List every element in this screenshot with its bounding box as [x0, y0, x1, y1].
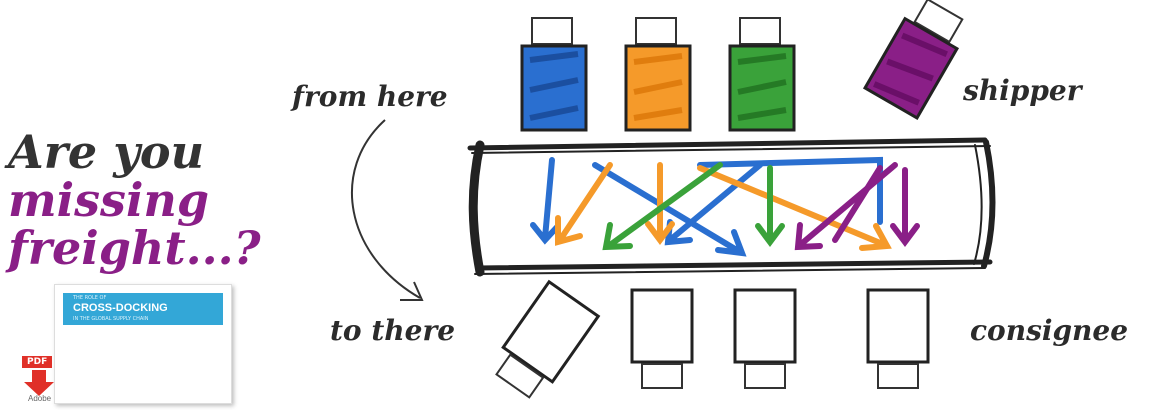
label-to-there: to there: [330, 314, 456, 347]
book-title-band: THE ROLE OF CROSS-DOCKING IN THE GLOBAL …: [63, 293, 223, 325]
headline-line-2: missing: [8, 173, 210, 227]
whitepaper-download[interactable]: THE ROLE OF CROSS-DOCKING IN THE GLOBAL …: [14, 282, 232, 406]
headline-line-1: Are you: [8, 125, 205, 179]
label-consignee: consignee: [970, 314, 1129, 347]
book-title: CROSS-DOCKING: [73, 302, 168, 314]
flow-arrow-head: [400, 281, 424, 301]
truck-purple: [862, 0, 964, 120]
arrow-orange-3: [697, 165, 892, 251]
pdf-download-icon[interactable]: PDF Adobe: [14, 352, 64, 406]
arrow-purple-2: [890, 167, 920, 247]
download-arrow-icon: [24, 370, 54, 396]
arrow-blue-1: [530, 157, 561, 245]
arrow-blue-2: [592, 162, 747, 257]
arrow-orange-2: [645, 162, 675, 245]
label-shipper: shipper: [963, 74, 1082, 107]
arrow-purple-3: [832, 165, 883, 243]
truck-consignee-1: [495, 279, 601, 399]
truck-green: [728, 17, 796, 132]
flow-arrow: [351, 119, 421, 299]
arrow-green-2: [755, 165, 785, 247]
book-kicker: THE ROLE OF: [73, 295, 107, 301]
arrow-purple-1: [794, 162, 898, 251]
truck-consignee-4: [866, 288, 930, 389]
book-cover[interactable]: THE ROLE OF CROSS-DOCKING IN THE GLOBAL …: [54, 284, 232, 404]
truck-consignee-3: [733, 288, 797, 389]
book-subtitle: IN THE GLOBAL SUPPLY CHAIN: [73, 316, 149, 322]
truck-orange: [624, 17, 692, 132]
arrow-green-1: [602, 162, 723, 251]
headline: Are you missing freight...?: [8, 128, 261, 272]
freight-arrows: [530, 156, 920, 257]
headline-line-3: freight...?: [8, 221, 261, 275]
arrow-orange-1: [555, 162, 613, 246]
truck-blue: [520, 17, 588, 132]
adobe-label: Adobe: [28, 394, 52, 403]
truck-consignee-2: [630, 288, 694, 389]
cross-dock-building: [467, 137, 996, 277]
pdf-tag: PDF: [22, 356, 53, 368]
label-from-here: from here: [292, 80, 448, 113]
